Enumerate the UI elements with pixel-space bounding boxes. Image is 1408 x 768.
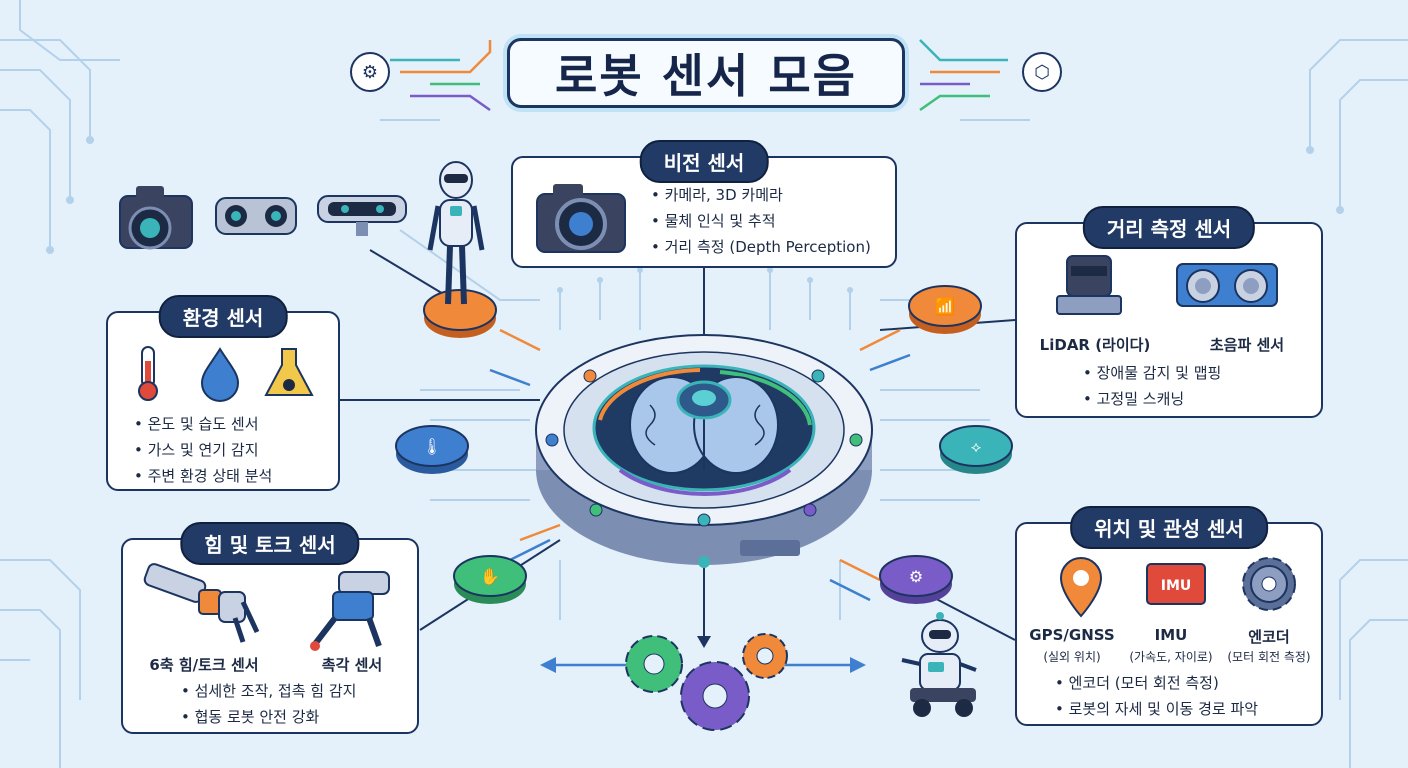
force-item-label-1: 6축 힘/토크 센서 [149,656,259,674]
camera-icon [119,186,193,250]
tactile-gripper-icon [310,571,390,651]
position-item-sub-3: (모터 회전 측정) [1227,650,1311,664]
card-force-sensor: 힘 및 토크 센서 6축 힘/토크 센서 촉각 센서 섬세한 조작, 접촉 힘 … [121,522,419,734]
central-hub [535,334,873,568]
position-bullet-2: 로봇의 자세 및 이동 경로 파악 [1055,696,1258,722]
force-bullet-2: 협동 로봇 안전 강화 [181,704,356,730]
humanoid-robot-icon [427,161,485,305]
robot-head-icon: ⬡ [1022,52,1062,92]
water-drop-icon [200,347,240,402]
lidar-icon [1056,255,1122,315]
distance-bullet-1: 장애물 감지 및 맵핑 [1083,360,1222,386]
node-vision[interactable] [423,289,497,338]
force-bullet-1: 섬세한 조작, 접촉 힘 감지 [181,678,357,704]
vision-bullet-1: 카메라, 3D 카메라 [651,182,871,208]
encoder-gear-icon [1242,557,1296,611]
thermometer-icon [138,346,158,401]
node-environment[interactable]: 🌡 [395,425,469,474]
camera-icon [536,184,626,253]
brain-icon [629,376,779,474]
ultrasonic-sensor-icon [1176,263,1278,307]
position-bullet-1: 엔코더 (모터 회전 측정) [1055,670,1258,696]
share-icon: ⟡ [971,437,982,456]
position-item-label-1: GPS/GNSS [1029,626,1115,644]
card-environment-sensor: 환경 센서 온도 및 습도 센서 가스 및 연기 감지 주변 환경 상태 분석 [106,295,340,491]
position-item-label-2: IMU [1154,626,1188,644]
environment-bullet-3: 주변 환경 상태 분석 [134,463,273,489]
hand-icon: ✋ [480,567,500,586]
environment-bullet-2: 가스 및 연기 감지 [134,437,272,463]
distance-item-label-2: 초음파 센서 [1209,336,1285,354]
environment-heading: 환경 센서 [158,295,288,338]
card-distance-sensor: 거리 측정 센서 LiDAR (라이다) 초음파 센서 장애물 감지 및 맵핑 … [1015,206,1323,418]
distance-bullet-2: 고정밀 스캐닝 [1083,386,1221,412]
wheeled-robot-icon [901,612,977,717]
node-distance[interactable]: 📶 [908,285,982,334]
node-force[interactable]: ✋ [453,555,527,604]
gear-icon: ⚙ [909,567,923,586]
position-item-sub-2: (가속도, 자이로) [1129,650,1213,664]
force-item-label-2: 촉각 센서 [321,656,383,674]
page-title: 로봇 센서 모음 [555,49,857,103]
node-network[interactable]: ⟡ [939,425,1013,474]
position-item-sub-1: (실외 위치) [1043,650,1101,664]
gears-cluster [625,633,788,731]
force-heading: 힘 및 토크 센서 [180,522,360,565]
gas-flask-icon [264,348,314,396]
imu-chip-icon: IMU [1146,563,1206,605]
title-banner: 로봇 센서 모음 [497,30,911,112]
wifi-icon: 📶 [935,297,955,316]
vision-heading: 비전 센서 [639,140,769,183]
position-item-label-3: 엔코더 [1248,628,1290,646]
sensor-chip-icon: ⚙ [350,52,390,92]
vision-bullet-3: 거리 측정 (Depth Perception) [651,234,871,260]
distance-item-label-1: LiDAR (라이다) [1039,336,1151,354]
card-position-sensor: 위치 및 관성 센서 IMU GPS/GNSS (실외 위치) IMU (가속도… [1015,506,1323,726]
environment-bullet-1: 온도 및 습도 센서 [134,411,272,437]
stereo-camera-icon [215,197,297,235]
card-vision-sensor: 비전 센서 카메라, 3D 카메라 물체 인식 및 추적 거리 측정 (Dept… [511,140,897,268]
title-box: 로봇 센서 모음 [507,38,905,108]
gps-pin-icon [1059,556,1103,618]
vision-bullet-2: 물체 인식 및 추적 [651,208,871,234]
node-position[interactable]: ⚙ [879,555,953,604]
imu-chip-label: IMU [1161,578,1192,594]
distance-heading: 거리 측정 센서 [1082,206,1256,249]
robot-arm-icon [143,563,260,643]
thermometer-icon: 🌡 [422,437,442,456]
position-heading: 위치 및 관성 센서 [1070,506,1268,549]
depth-camera-icon [317,195,407,236]
